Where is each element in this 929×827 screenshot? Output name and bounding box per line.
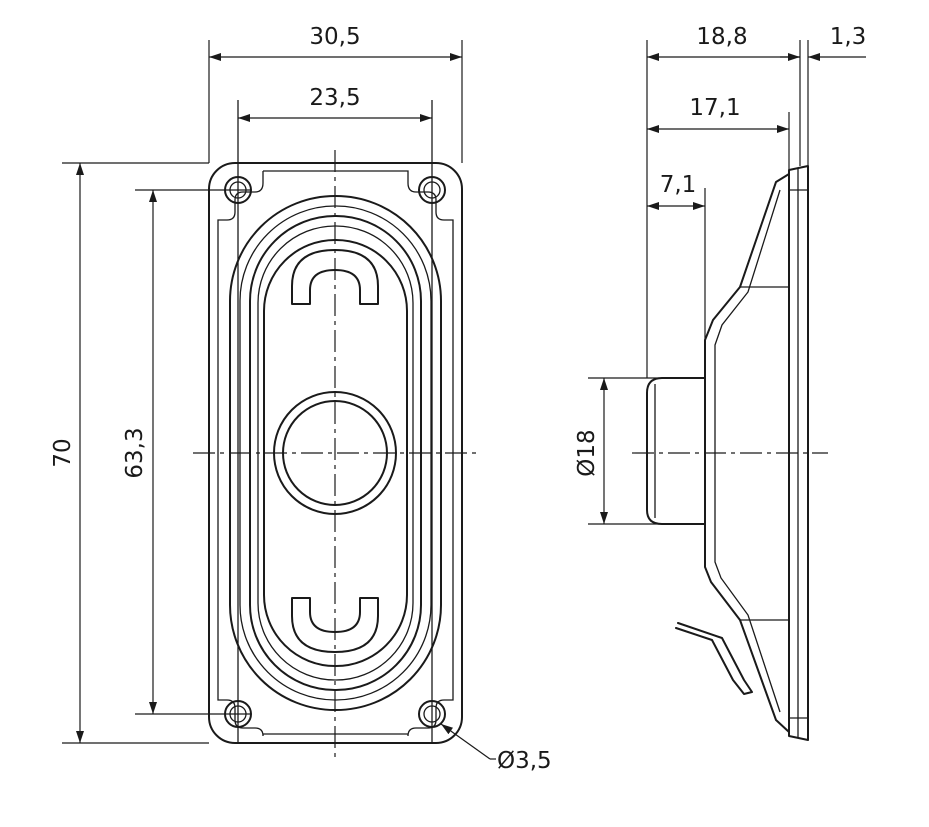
- rib-bottom: [291, 597, 379, 653]
- front-dimensions: 30,5 23,5 70 63,3 Ø3,5: [50, 24, 552, 774]
- dim-magnet-depth: 7,1: [660, 172, 697, 198]
- dim-hole-diameter: Ø3,5: [497, 748, 552, 774]
- dim-magnet-diameter: Ø18: [574, 429, 600, 476]
- dim-depth-total: 18,8: [696, 24, 747, 50]
- dim-height-outer: 70: [50, 438, 76, 467]
- rib-top: [291, 249, 379, 305]
- front-inner-frame: [217, 170, 454, 737]
- front-view: [135, 100, 478, 757]
- side-flange: [788, 165, 809, 741]
- dim-height-holes: 63,3: [122, 427, 148, 478]
- side-view: [632, 165, 828, 741]
- dim-depth-frame: 17,1: [689, 95, 740, 121]
- dim-width-outer: 30,5: [309, 24, 360, 50]
- side-magnet: [646, 377, 706, 525]
- dim-width-holes: 23,5: [309, 85, 360, 111]
- dim-flange-thickness: 1,3: [830, 24, 867, 50]
- side-dimensions: 18,8 1,3 17,1 7,1 Ø18: [574, 24, 867, 525]
- side-terminal: [675, 622, 753, 695]
